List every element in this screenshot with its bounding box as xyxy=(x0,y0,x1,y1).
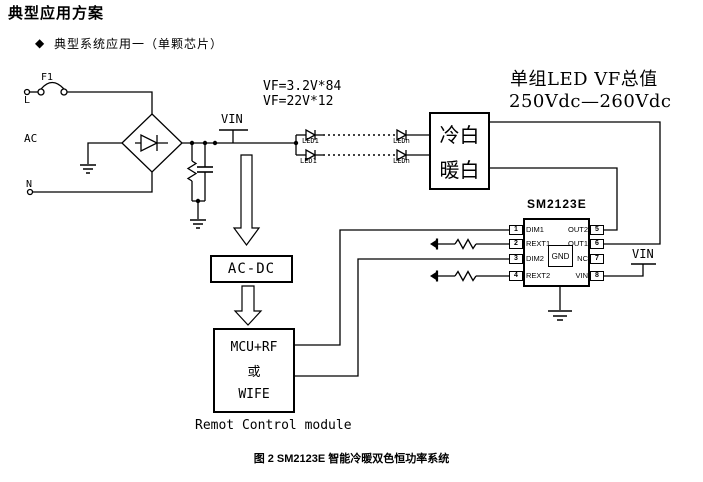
warm-white-return-wire xyxy=(490,167,618,231)
chip-name: SM2123E xyxy=(527,197,587,211)
section-subtitle: 典型系统应用一（单颗芯片） xyxy=(54,37,224,51)
neutral-terminal-label: N xyxy=(26,179,33,190)
led-label: LEDn xyxy=(393,157,410,165)
dim2-wire xyxy=(295,258,509,377)
pin-6-box: 6 xyxy=(590,239,604,249)
pin-label-out2: OUT2 xyxy=(567,225,588,234)
line-terminal-label: L xyxy=(24,95,31,106)
page-title: 典型应用方案 xyxy=(8,5,105,22)
fuse-icon xyxy=(23,81,68,96)
pin-label-rext2: REXT2 xyxy=(526,271,551,280)
cool-white-return-wire xyxy=(490,121,661,245)
pin-label-rext1: REXT1 xyxy=(526,239,551,248)
pin-5-box: 5 xyxy=(590,225,604,235)
acdc-label: AC-DC xyxy=(227,261,276,277)
vf-annotation-line1: VF=3.2V*84 xyxy=(263,79,342,94)
led-label: LED1 xyxy=(302,137,319,145)
led-branch-wire xyxy=(293,135,299,155)
diode-icon xyxy=(305,128,317,142)
chip-vin-wire xyxy=(604,263,656,277)
line-input-wire xyxy=(67,91,153,114)
ground-arrow-icon xyxy=(430,239,437,249)
diode-icon xyxy=(396,148,408,162)
led-label: LED1 xyxy=(300,157,317,165)
led-color-box: 冷白 暖白 xyxy=(429,112,490,190)
pin-4-box: 4 xyxy=(509,271,523,281)
led-label: LEDn xyxy=(393,137,410,145)
chip-gnd-pad: GND xyxy=(548,245,573,267)
figure-caption: 图 2 SM2123E 智能冷暖双色恒功率系统 xyxy=(253,453,450,465)
diode-icon xyxy=(305,148,317,162)
ground-icon xyxy=(190,219,206,229)
led-string-bottom xyxy=(296,148,429,162)
rext1-resistor xyxy=(430,238,509,250)
pin-label-dim1: DIM1 xyxy=(526,225,544,234)
ac-label: AC xyxy=(24,132,38,145)
rext2-resistor xyxy=(430,270,509,282)
pin-label-nc: NC xyxy=(577,254,588,263)
ground-icon xyxy=(80,164,96,174)
remote-control-caption: Remot Control module xyxy=(195,418,352,433)
capacitor-icon xyxy=(197,143,213,201)
mcu-rf-block: MCU+RF 或 WIFE xyxy=(213,328,295,413)
pin-2-box: 2 xyxy=(509,239,523,249)
warm-white-label: 暖白 xyxy=(439,157,480,182)
cool-white-label: 冷白 xyxy=(439,123,480,148)
pin-8-box: 8 xyxy=(590,271,604,281)
led-string-top xyxy=(296,128,429,142)
resistor-icon xyxy=(186,143,198,201)
vf-annotation-line2: VF=22V*12 xyxy=(263,94,334,109)
pin-label-out1: OUT1 xyxy=(567,239,588,248)
resistor-icon xyxy=(454,238,477,250)
arrow-down-icon xyxy=(232,154,261,247)
ground-arrow-icon xyxy=(430,271,437,281)
mcu-label-line3: WIFE xyxy=(238,386,270,402)
neutral-input-wire xyxy=(26,172,153,196)
pin-3-box: 3 xyxy=(509,254,523,264)
vin-net-label: VIN xyxy=(632,247,654,261)
bridge-rectifier-icon xyxy=(121,113,183,173)
rc-ground-wire xyxy=(192,198,205,219)
ground-icon xyxy=(548,310,572,321)
vin-bus-wire xyxy=(182,140,296,146)
fuse-label: F1 xyxy=(41,72,54,83)
vf-total-annotation-line1: 单组LED VF总值 xyxy=(510,69,658,90)
mcu-label-line1: MCU+RF xyxy=(230,339,278,355)
ac-ground-wire xyxy=(87,142,122,164)
mcu-label-line2: 或 xyxy=(247,365,261,380)
pin-7-box: 7 xyxy=(590,254,604,264)
gnd-pad-label: GND xyxy=(551,251,570,261)
pin-label-vin: VIN xyxy=(575,271,588,280)
diamond-bullet-icon: ◆ xyxy=(35,36,45,50)
vin-net-label: VIN xyxy=(221,112,243,126)
arrow-down-icon xyxy=(233,285,263,326)
dim1-wire xyxy=(295,229,509,346)
vf-total-annotation-line2: 250Vdc—260Vdc xyxy=(509,91,672,112)
pin-label-dim2: DIM2 xyxy=(526,254,544,263)
vin-net-tap xyxy=(219,129,248,143)
acdc-block: AC-DC xyxy=(210,255,293,283)
resistor-icon xyxy=(454,270,477,282)
pin-1-box: 1 xyxy=(509,225,523,235)
diode-icon xyxy=(396,128,408,142)
